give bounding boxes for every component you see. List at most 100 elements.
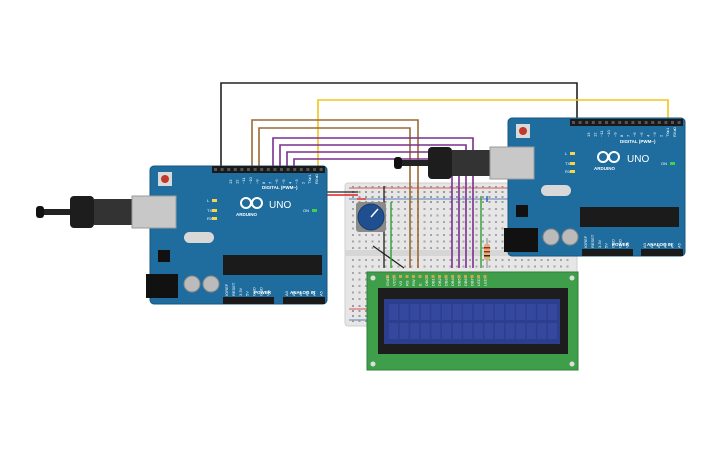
analog-pin-label: A5	[677, 242, 682, 248]
rx-label-left: RX	[207, 216, 213, 221]
wire-purple-db6[interactable]	[279, 144, 467, 268]
lcd-mount-hole-4	[569, 361, 575, 367]
resistor[interactable]	[484, 238, 490, 268]
digital-pin-label: ~6	[274, 179, 279, 184]
wire-purple-db4[interactable]	[293, 158, 453, 268]
l-label-left: L	[207, 198, 210, 203]
usb-cable-end-right	[394, 157, 402, 169]
analog-header-left	[283, 297, 325, 304]
power-pin-label: GND	[611, 239, 616, 248]
capacitor-left-1	[183, 275, 201, 293]
wire-black-gnd-link[interactable]	[220, 82, 578, 168]
analog-label-left: ANALOG IN	[290, 290, 315, 295]
digital-label-left: DIGITAL (PWM~)	[262, 185, 298, 190]
power-pin-label: GND	[618, 239, 623, 248]
reset-button-left[interactable]	[161, 175, 169, 183]
power-header-left	[223, 297, 274, 304]
usb-plug-right[interactable]	[452, 150, 490, 176]
usb-cable-left	[44, 209, 70, 215]
on-led-left	[312, 209, 317, 212]
on-label-right: ON	[661, 161, 667, 166]
on-label-left: ON	[303, 208, 309, 213]
power-pin-label: 3.3V	[597, 239, 602, 248]
digital-pin-label: ~3	[294, 179, 299, 184]
l-label-right: L	[565, 151, 568, 156]
digital-pin-label: 12	[593, 132, 598, 137]
wire-purple-db7[interactable]	[272, 137, 474, 268]
digital-header-pins-right	[572, 121, 681, 124]
tx-led-right	[570, 162, 575, 165]
lcd-pin-label: DB3	[444, 277, 449, 286]
analog-pin-label: A5	[319, 290, 324, 296]
usb-cable-right	[402, 160, 428, 166]
digital-pin-label: 4	[287, 181, 292, 184]
usb-port-left	[131, 195, 177, 229]
lcd-mount-hole-1	[370, 275, 376, 281]
lcd-pin-label: LED	[476, 278, 481, 286]
power-pin-label: 3.3V	[238, 287, 243, 296]
wire-yellow-serial-link[interactable]	[317, 99, 669, 168]
regulator-right	[516, 205, 528, 217]
potentiometer[interactable]	[356, 202, 386, 232]
analog-pin-label: A2	[298, 290, 303, 296]
lcd-mount-hole-2	[569, 275, 575, 281]
lcd-pin-label: LED	[483, 278, 488, 286]
capacitor-right-2	[561, 228, 579, 246]
digital-pin-label: 13	[228, 179, 233, 184]
wire-black-bb-2[interactable]	[372, 245, 405, 269]
potentiometer-indicator	[370, 208, 379, 218]
lcd-pin-label: GND	[385, 277, 390, 286]
digital-pin-label: 2	[659, 134, 664, 137]
reset-button-right[interactable]	[519, 127, 527, 135]
power-pin-label: GND	[259, 287, 264, 296]
arduino-uno-left[interactable]: ARDUINO UNO DIGITAL (PWM~) POWER ANALOG …	[36, 165, 328, 305]
digital-pin-label: TX▸1	[307, 174, 312, 184]
atmega-chip-left	[223, 255, 322, 275]
wire-brown-2[interactable]	[258, 127, 411, 268]
usb-plug-left[interactable]	[94, 199, 132, 225]
analog-pin-label: A3	[305, 290, 310, 296]
digital-header-pins-left	[214, 168, 323, 171]
atmega-chip-right	[580, 207, 679, 227]
digital-pin-label: 7	[626, 134, 631, 137]
analog-pin-label: A4	[670, 242, 675, 248]
lcd-pin-label: DB6	[463, 277, 468, 286]
analog-pin-label: A3	[663, 242, 668, 248]
lcd-pin-label: V0	[398, 280, 403, 286]
analog-pin-label: A1	[291, 290, 296, 296]
analog-label-right: ANALOG IN	[647, 242, 672, 247]
arduino-model-right: UNO	[627, 154, 649, 165]
arduino-brand-right: ARDUINO	[594, 166, 615, 171]
power-pin-label: GND	[252, 287, 257, 296]
arduino-uno-right[interactable]: ARDUINO UNO DIGITAL (PWM~) POWER ANALOG …	[394, 117, 686, 257]
arduino-logo-left: ARDUINO UNO	[236, 197, 291, 217]
lcd-character-cells	[389, 304, 557, 339]
lcd-pin-label: DB4	[450, 277, 455, 286]
arduino-model-left: UNO	[269, 200, 291, 211]
wire-purple-db5[interactable]	[286, 151, 460, 268]
crystal-left	[184, 232, 214, 243]
digital-pin-label: 8	[619, 134, 624, 137]
wire-brown-1[interactable]	[251, 119, 419, 268]
lcd-pin-label: DB5	[457, 277, 462, 286]
lcd-pin-label: DB1	[431, 277, 436, 286]
digital-pin-label: 8	[261, 181, 266, 184]
tx-label-right: TX	[565, 161, 570, 166]
power-pin-label: Vin	[265, 290, 270, 296]
rx-label-right: RX	[565, 169, 571, 174]
power-pin-label: RESET	[231, 282, 236, 296]
digital-pin-label: 7	[268, 181, 273, 184]
analog-pin-label: A2	[656, 242, 661, 248]
lcd-pin-label: DB7	[470, 277, 475, 286]
power-jack-right	[504, 228, 538, 252]
digital-pin-label: 12	[235, 179, 240, 184]
power-jack-left	[146, 274, 178, 298]
usb-plug-body-right	[428, 147, 452, 179]
digital-pin-label: RX◂0	[672, 126, 677, 137]
usb-cable-end-left	[36, 206, 44, 218]
